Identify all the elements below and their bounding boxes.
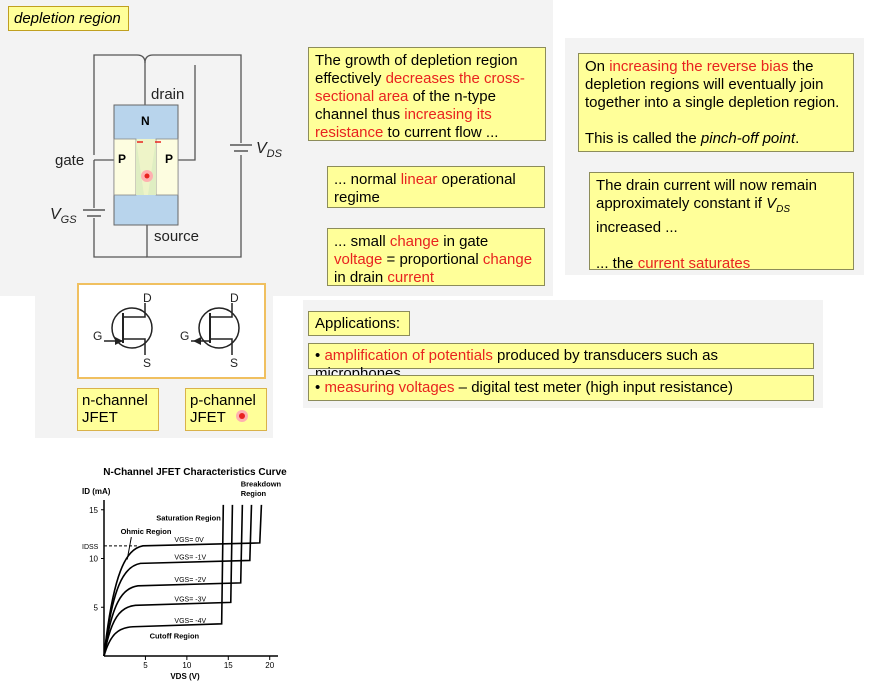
breakdown-region-label: Breakdown	[241, 479, 282, 488]
ohmic-arrow	[126, 536, 132, 560]
n-label: N	[141, 114, 150, 128]
pinch-off-box: On increasing the reverse bias the deple…	[578, 53, 854, 152]
y-tick-label: 15	[89, 506, 98, 515]
p-channel-label: p-channel JFET	[185, 388, 267, 431]
source-label: source	[154, 228, 199, 245]
y-tick-label: 5	[94, 603, 99, 612]
x-tick-label: 15	[224, 661, 233, 670]
x-tick-label: 5	[143, 661, 148, 670]
n-source-letter: S	[143, 356, 151, 370]
p-right-label: P	[165, 152, 173, 166]
curve-vgs	[103, 504, 225, 657]
chart-title: N-Channel JFET Characteristics Curve	[103, 467, 287, 478]
vgs-label: VGS	[50, 206, 77, 226]
gate-label: gate	[55, 152, 84, 169]
p-source-letter: S	[230, 356, 238, 370]
jfet-characteristics-chart: N-Channel JFET Characteristics Curve ID …	[82, 467, 287, 681]
depletion-growth-box: The growth of depletion region effective…	[308, 47, 546, 141]
saturation-box: The drain current will now remain approx…	[589, 172, 854, 272]
x-tick-label: 20	[265, 661, 274, 670]
cutoff-region-label: Cutoff Region	[150, 631, 200, 640]
title-tag: depletion region	[8, 6, 129, 31]
curve-label: VGS= -3V	[174, 596, 206, 603]
jfet-symbols: D G S D G S	[93, 291, 240, 370]
y-tick-label: 10	[89, 555, 98, 564]
proportional-change-box: ... small change in gate voltage = propo…	[327, 228, 545, 286]
chart-xlabel: VDS (V)	[170, 672, 200, 681]
curve-label: VGS= -4V	[174, 618, 206, 625]
ohmic-region-label: Ohmic Region	[121, 527, 172, 536]
p-drain-letter: D	[230, 291, 239, 305]
pointer-dot	[236, 410, 248, 422]
jfet-structure-diagram: N P P drain source gate VDS VGS	[50, 54, 283, 258]
curve-vgs	[103, 504, 253, 657]
n-channel-symbol: D G S	[93, 291, 153, 370]
n-gate-letter: G	[93, 329, 102, 343]
n-channel-label: n-channel JFET	[77, 388, 159, 431]
application-item-2: • measuring voltages – digital test mete…	[308, 375, 814, 401]
curve-label: VGS= 0V	[174, 537, 204, 544]
curve-label: VGS= -2V	[174, 577, 206, 584]
x-tick-label: 10	[182, 661, 191, 670]
p-channel-symbol: D G S	[180, 291, 240, 370]
chart-ylabel: ID (mA)	[82, 487, 111, 496]
idss-label: IDSS	[82, 544, 99, 551]
p-gate-letter: G	[180, 329, 189, 343]
n-drain-letter: D	[143, 291, 152, 305]
curve-vgs	[103, 504, 244, 657]
curve-vgs	[103, 504, 234, 657]
breakdown-region-label: Region	[241, 489, 267, 498]
applications-title: Applications:	[308, 311, 410, 336]
linear-regime-box: ... normal linear operational regime	[327, 166, 545, 208]
curve-label: VGS= -1V	[174, 554, 206, 561]
application-item-1: • amplification of potentials produced b…	[308, 343, 814, 382]
drain-label: drain	[151, 86, 184, 103]
p-left-label: P	[118, 152, 126, 166]
saturation-region-label: Saturation Region	[156, 513, 221, 522]
jfet-symbols-box	[77, 283, 266, 379]
vds-label: VDS	[256, 140, 283, 160]
